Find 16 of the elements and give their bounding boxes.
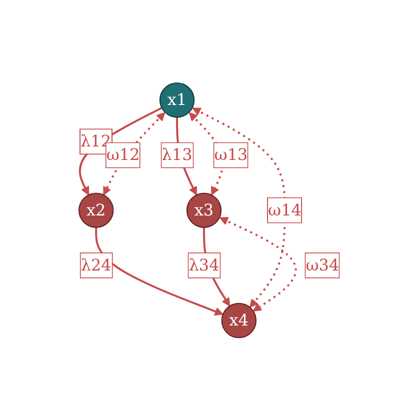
node-circle: x2: [78, 192, 114, 228]
edge-label: λ34: [189, 255, 220, 274]
edge-label: λ12: [80, 131, 112, 150]
node-circle: x1: [160, 82, 196, 118]
arrow: [104, 112, 166, 196]
arrow: [220, 216, 298, 312]
edge-label: λ24: [81, 255, 112, 274]
edge-label: ω12: [106, 144, 140, 164]
node-circle: x3: [186, 192, 222, 228]
edge-label: ω13: [214, 144, 248, 164]
edge-label: λ13: [162, 144, 193, 164]
edge-label: ω34: [306, 255, 340, 274]
node-circle: x4: [222, 302, 257, 338]
arrow: [79, 106, 163, 196]
edge-label: ω14: [268, 200, 302, 219]
arrow: [96, 227, 224, 316]
